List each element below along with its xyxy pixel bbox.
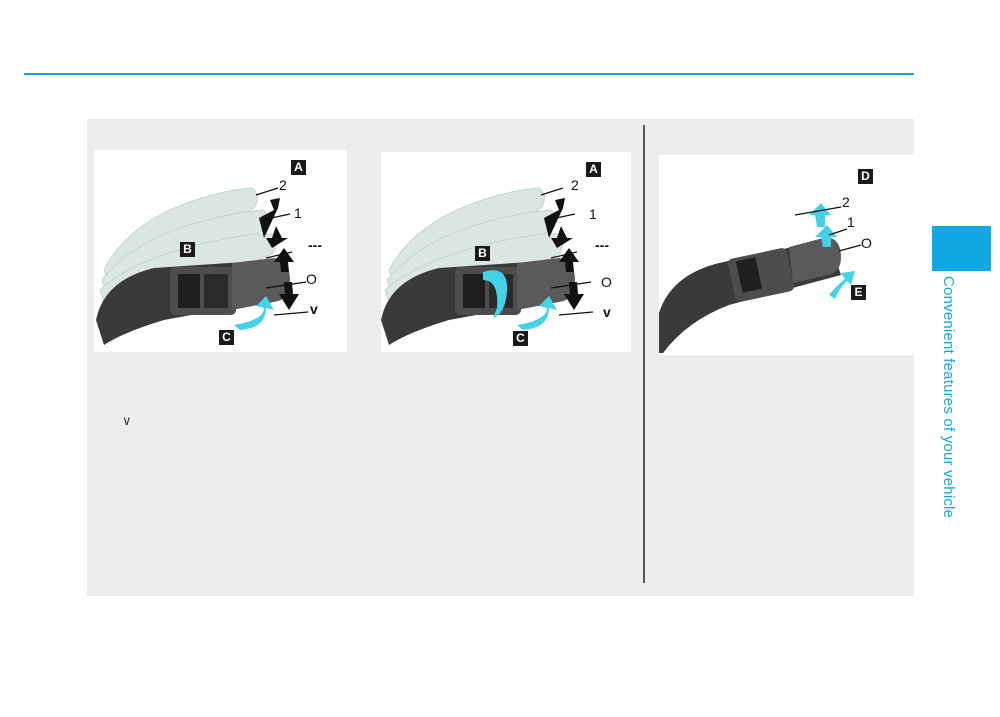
label-b: B xyxy=(180,242,195,257)
position-o: O xyxy=(306,271,317,287)
rear-wiper-figure: D E 2 1 O xyxy=(659,155,914,355)
position-1: 1 xyxy=(589,206,597,222)
position-v: v xyxy=(310,301,318,317)
chapter-title: Convenient features of your vehicle xyxy=(940,276,957,519)
label-a: A xyxy=(291,160,306,175)
label-b: B xyxy=(475,246,490,261)
top-rule xyxy=(24,73,914,75)
rear-wiper-lever-illustration xyxy=(659,203,862,353)
label-c: C xyxy=(219,330,234,345)
wiper-lever-illustration xyxy=(381,187,594,345)
label-e: E xyxy=(851,285,866,300)
chevron-down-icon: ∨ xyxy=(122,414,132,429)
front-wiper-figure-2: A B C 2 1 --- O v xyxy=(381,152,631,352)
position-2: 2 xyxy=(571,177,579,193)
chapter-tab[interactable] xyxy=(932,226,991,271)
position-v: v xyxy=(603,304,611,320)
position-1: 1 xyxy=(294,205,302,221)
front-wiper-figure-1: A B C 2 1 --- O v xyxy=(94,150,347,352)
position-o: O xyxy=(601,274,612,290)
position-1: 1 xyxy=(847,214,855,230)
label-a: A xyxy=(586,162,601,177)
position-2: 2 xyxy=(842,194,850,210)
position-o: O xyxy=(861,235,872,251)
label-c: C xyxy=(513,331,528,346)
label-d: D xyxy=(858,169,873,184)
position-2: 2 xyxy=(279,177,287,193)
column-divider xyxy=(643,125,645,583)
position-dash: --- xyxy=(308,237,322,253)
position-dash: --- xyxy=(595,237,609,253)
